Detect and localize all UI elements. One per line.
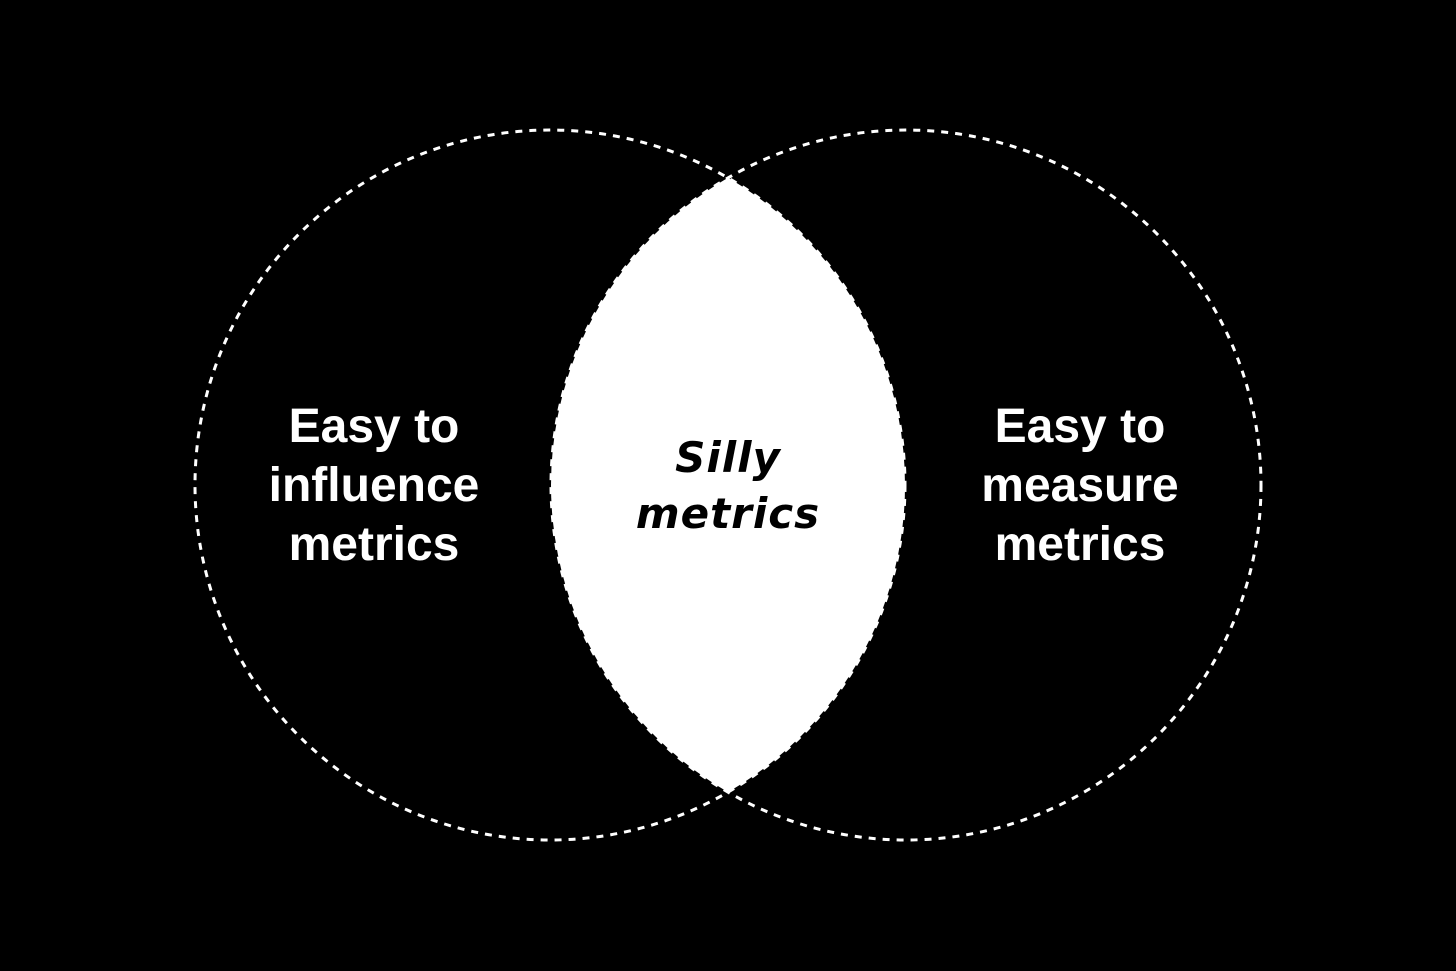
right-set-circle [549, 128, 1263, 842]
left-set-label-line2: influence [268, 459, 480, 512]
intersection-lens [551, 130, 905, 840]
left-set-circle [193, 128, 907, 842]
right-set-label-line3: metrics [994, 518, 1166, 571]
intersection-label-line2: metrics [635, 489, 821, 538]
left-set-label-line1: Easy to [288, 400, 460, 453]
left-set-label-line3: metrics [288, 518, 460, 571]
intersection-label-line1: Silly [675, 433, 781, 482]
right-set-label: Easy to measure metrics [930, 397, 1230, 574]
left-set-label: Easy to influence metrics [224, 397, 524, 574]
right-set-label-line1: Easy to [994, 400, 1166, 453]
intersection-label: Silly metrics [598, 430, 858, 542]
right-set-label-line2: measure [981, 459, 1179, 512]
